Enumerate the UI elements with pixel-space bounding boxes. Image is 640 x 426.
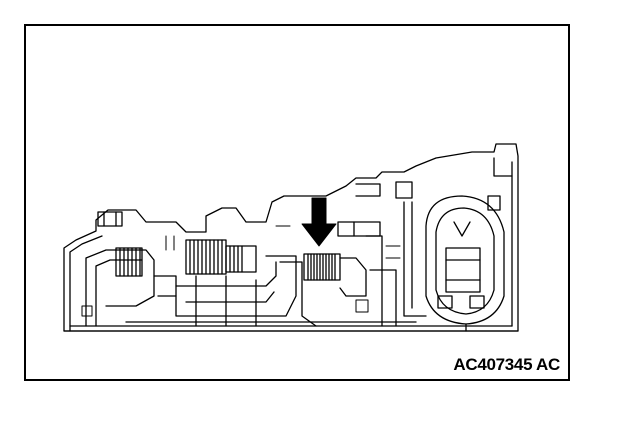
clutch-pack-indicated	[303, 253, 367, 297]
transmission-cross-section	[63, 143, 519, 332]
torque-converter	[425, 195, 505, 332]
transmission-housing	[63, 143, 519, 332]
figure-frame: AC407345 AC	[24, 24, 570, 381]
clutch-pack-left	[115, 239, 257, 277]
detail-marks	[81, 225, 401, 317]
case-floor	[63, 321, 519, 332]
housing-bolt	[97, 181, 501, 237]
arrow-down-icon	[301, 197, 337, 247]
internal-drums	[85, 201, 427, 327]
figure-code: AC407345 AC	[453, 355, 560, 374]
